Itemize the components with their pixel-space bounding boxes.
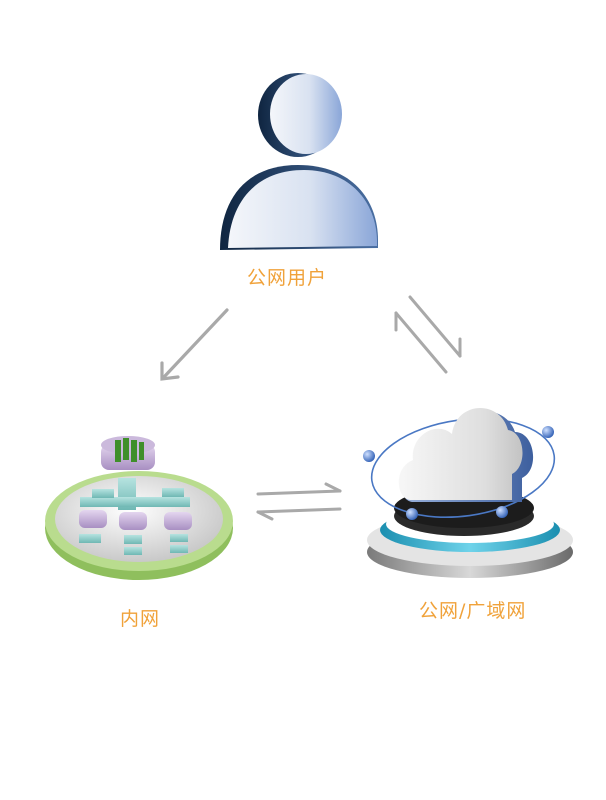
arrow-intranet-wan-two-way xyxy=(256,482,342,521)
wan-node-label: 公网/广域网 xyxy=(419,600,527,622)
user-node-label: 公网用户 xyxy=(247,267,328,289)
user-icon xyxy=(220,73,378,250)
arrow-user-to-intranet xyxy=(160,308,229,381)
intranet-node-label: 内网 xyxy=(120,608,161,630)
cloud-icon xyxy=(363,407,573,578)
arrow-user-wan-two-way xyxy=(394,295,462,374)
intranet-network-icon xyxy=(45,436,233,580)
